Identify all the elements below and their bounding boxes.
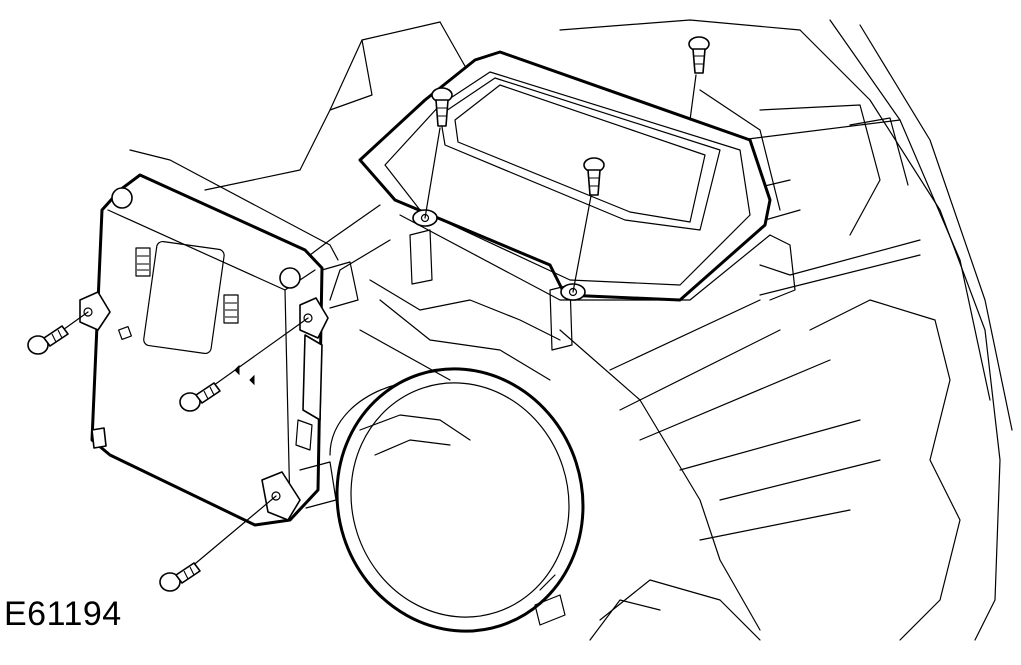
intake-manifold-icon <box>204 19 1013 641</box>
module-cover-icon <box>358 50 796 351</box>
throttle-body-icon <box>329 367 585 633</box>
control-module-icon <box>79 149 359 527</box>
bolt-icon <box>27 36 710 592</box>
figure-id-label: E61194 <box>4 595 122 633</box>
